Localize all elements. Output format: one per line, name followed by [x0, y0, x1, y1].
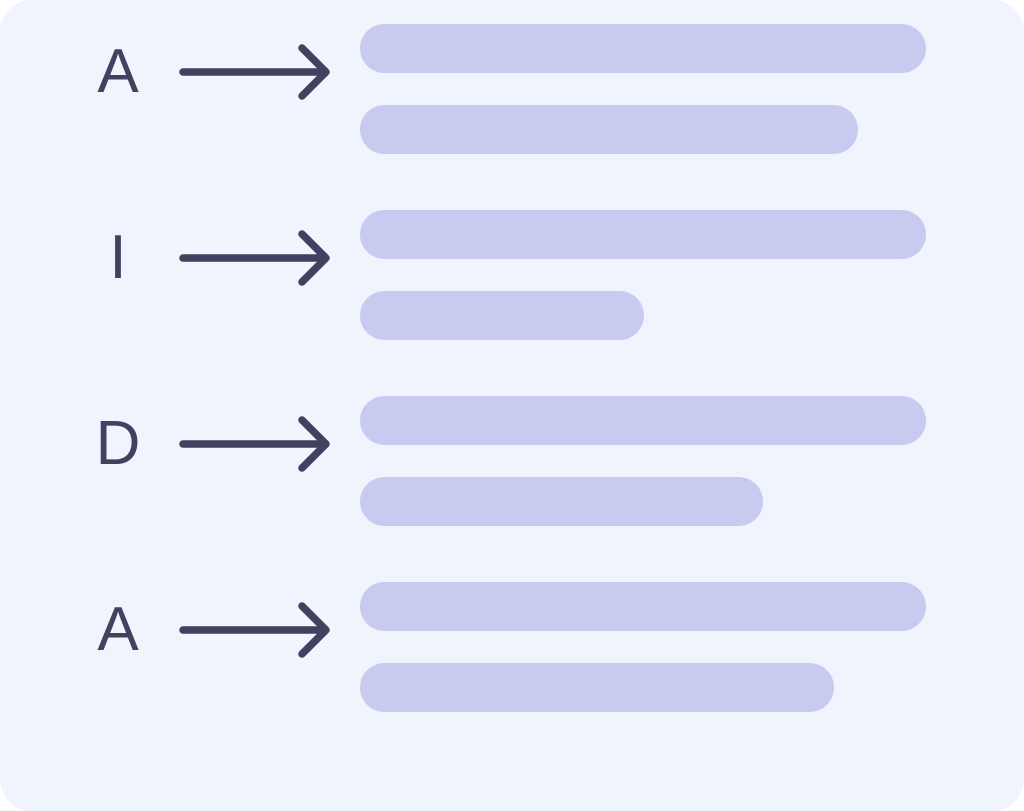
- diagram-row: D: [0, 384, 1024, 570]
- placeholder-bar: [360, 663, 834, 712]
- placeholder-bar: [360, 291, 644, 340]
- row-letter: I: [109, 223, 127, 292]
- placeholder-bar: [360, 582, 926, 631]
- diagram-row: A: [0, 570, 1024, 756]
- row-letter: D: [95, 409, 141, 478]
- placeholder-bar: [360, 210, 926, 259]
- arrow-right-icon: [176, 410, 336, 478]
- arrow-right-icon: [176, 38, 336, 106]
- placeholder-bar: [360, 396, 926, 445]
- placeholder-bar: [360, 24, 926, 73]
- diagram-row: I: [0, 198, 1024, 384]
- arrow-right-icon: [176, 224, 336, 292]
- arrow-right-icon: [176, 596, 336, 664]
- diagram-row: A: [0, 12, 1024, 198]
- placeholder-bar: [360, 477, 763, 526]
- row-letter: A: [97, 595, 139, 664]
- row-letter: A: [97, 37, 139, 106]
- placeholder-bar: [360, 105, 858, 154]
